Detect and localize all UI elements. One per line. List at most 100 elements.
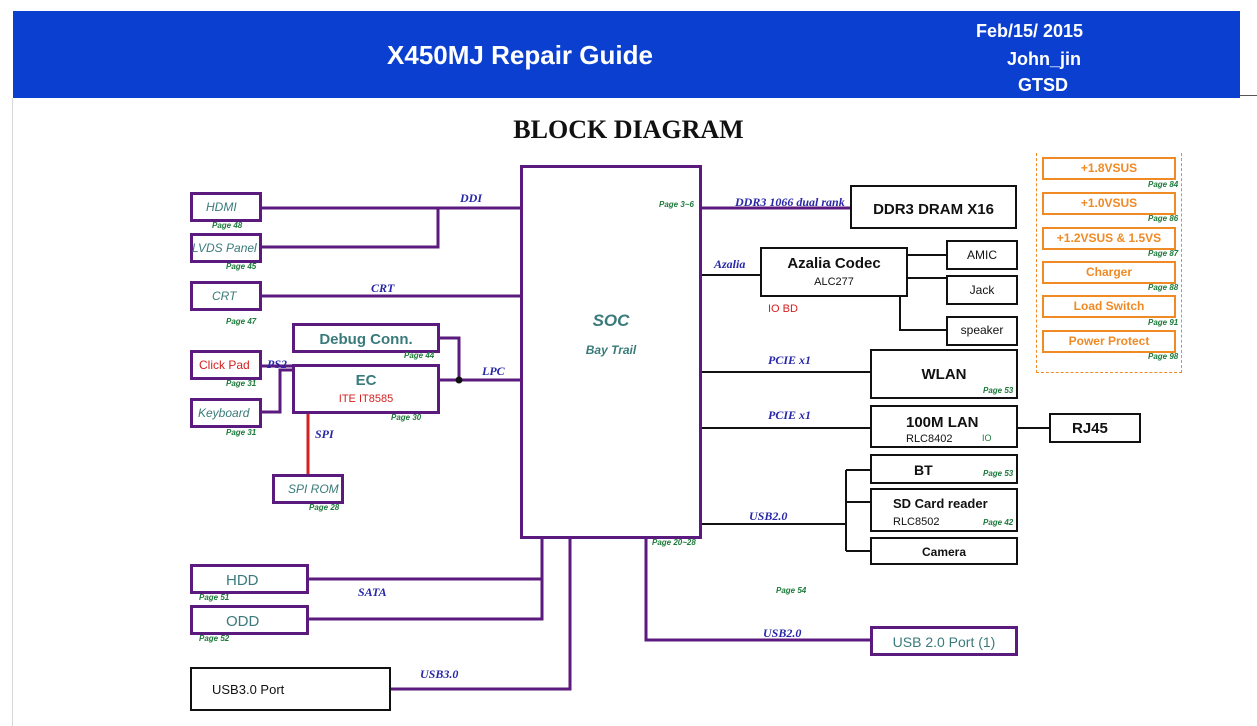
bus-pcie-lan: PCIE x1 [768, 408, 812, 422]
speaker-label: speaker [960, 323, 1004, 337]
ec-block [292, 364, 440, 414]
ec-label: EC [355, 372, 377, 389]
wire-usb2-port [644, 538, 872, 642]
bus-usb2-hub: USB2.0 [749, 509, 788, 523]
crt-label: CRT [212, 289, 237, 303]
header-banner [13, 11, 1240, 98]
azalia-sub: ALC277 [814, 276, 854, 288]
page-rule [1240, 95, 1257, 96]
jack-label: Jack [969, 283, 995, 297]
jack-block [946, 275, 1018, 305]
bus-azalia: Azalia [714, 257, 746, 271]
clickpad-page: Page 31 [226, 379, 257, 388]
power-rail-1-page: Page 84 [1148, 180, 1179, 189]
power-rail-6 [1042, 330, 1176, 353]
spirom-label: SPI ROM [288, 482, 339, 496]
bus-crt: CRT [371, 281, 395, 295]
keyboard-label: Keyboard [198, 406, 250, 420]
crt-block [190, 281, 262, 311]
azalia-block [760, 247, 908, 297]
bt-page: Page 53 [983, 469, 1014, 478]
crt-page: Page 47 [226, 317, 257, 326]
odd-page: Page 52 [199, 634, 230, 643]
spirom-block [272, 474, 344, 504]
header-date: Feb/15/ 2015 [976, 21, 1084, 41]
bt-label: BT [914, 462, 933, 478]
sd-sub: RLC8502 [893, 516, 940, 528]
camera-label: Camera [921, 545, 967, 559]
hdmi-label: HDMI [206, 200, 237, 214]
keyboard-block [190, 398, 262, 428]
power-group [1036, 153, 1182, 373]
rj45-label: RJ45 [1072, 420, 1108, 437]
bus-usb2-port: USB2.0 [763, 626, 802, 640]
lan-sub: RLC8402 [906, 433, 953, 445]
power-rail-2 [1042, 192, 1176, 215]
ec-sub: ITE IT8585 [338, 393, 394, 405]
power-rail-3-page: Page 87 [1148, 249, 1179, 258]
wire-lvds-ddi [260, 208, 440, 249]
lan-block [870, 405, 1018, 448]
lvds-page: Page 45 [226, 262, 257, 271]
soc-sub: Bay Trail [585, 343, 637, 357]
lan-label: 100M LAN [906, 414, 979, 431]
usb3-port-label: USB3.0 Port [212, 682, 285, 697]
speaker-block [946, 316, 1018, 346]
hdd-label: HDD [226, 572, 259, 589]
sd-block [870, 488, 1018, 532]
power-rail-5 [1042, 295, 1176, 318]
wlan-block [870, 349, 1018, 399]
wire-hdd-sata [307, 538, 544, 581]
purple-buses [260, 206, 872, 691]
power-rail-3 [1042, 227, 1176, 250]
lvds-label: LVDS Panel [192, 241, 257, 255]
power-rail-2-label: +1.0VSUS [1080, 196, 1138, 210]
power-rail-1 [1042, 157, 1176, 180]
wire-debug-lpc [438, 336, 461, 380]
diagram-title: BLOCK DIAGRAM [513, 115, 744, 144]
ddr3-label: DDR3 DRAM X16 [873, 201, 994, 218]
power-rail-2-page: Page 86 [1148, 214, 1179, 223]
debug-block [292, 323, 440, 353]
ec-page: Page 30 [391, 413, 422, 422]
rj45-block [1049, 413, 1141, 443]
bus-ddr: DDR3 1066 dual rank [735, 195, 845, 209]
soc-label: SOC [592, 311, 630, 330]
sd-label: SD Card reader [893, 496, 988, 511]
header-author: John_jin [1007, 49, 1082, 69]
soc-page-bottom: Page 20~28 [652, 538, 696, 547]
page54-tag: Page 54 [776, 586, 807, 595]
debug-label: Debug Conn. [319, 331, 413, 348]
black-buses [700, 254, 1051, 552]
wire-keyboard-ps2 [260, 368, 294, 414]
power-rail-6-page: Page 98 [1148, 352, 1179, 361]
lvds-block [190, 233, 262, 263]
debug-page: Page 44 [404, 351, 435, 360]
soc-block [520, 165, 702, 539]
bus-ddi: DDI [460, 191, 483, 205]
ddr3-block [850, 185, 1017, 229]
camera-block [870, 537, 1018, 565]
clickpad-block [190, 350, 262, 380]
bt-block [870, 454, 1018, 484]
power-rail-6-label: Power Protect [1068, 334, 1150, 348]
bus-spi: SPI [315, 427, 334, 441]
wire-odd-sata [307, 579, 544, 621]
header-dept: GTSD [1018, 75, 1069, 95]
odd-block [190, 605, 309, 635]
wlan-label: WLAN [921, 366, 967, 383]
spirom-page: Page 28 [309, 503, 340, 512]
soc-page-top: Page 3~6 [659, 200, 694, 209]
lan-io: IO [982, 433, 992, 443]
bus-pcie-wlan: PCIE x1 [768, 353, 812, 367]
hdd-page: Page 51 [199, 593, 230, 602]
power-rail-5-label: Load Switch [1073, 299, 1145, 313]
bus-ps2: PS2 [267, 357, 288, 371]
power-rail-5-page: Page 91 [1148, 318, 1179, 327]
odd-label: ODD [226, 613, 260, 630]
bus-lpc: LPC [482, 364, 505, 378]
amic-label: AMIC [967, 248, 997, 262]
power-rail-1-label: +1.8VSUS [1080, 161, 1138, 175]
lpc-junction-dot [455, 376, 463, 384]
